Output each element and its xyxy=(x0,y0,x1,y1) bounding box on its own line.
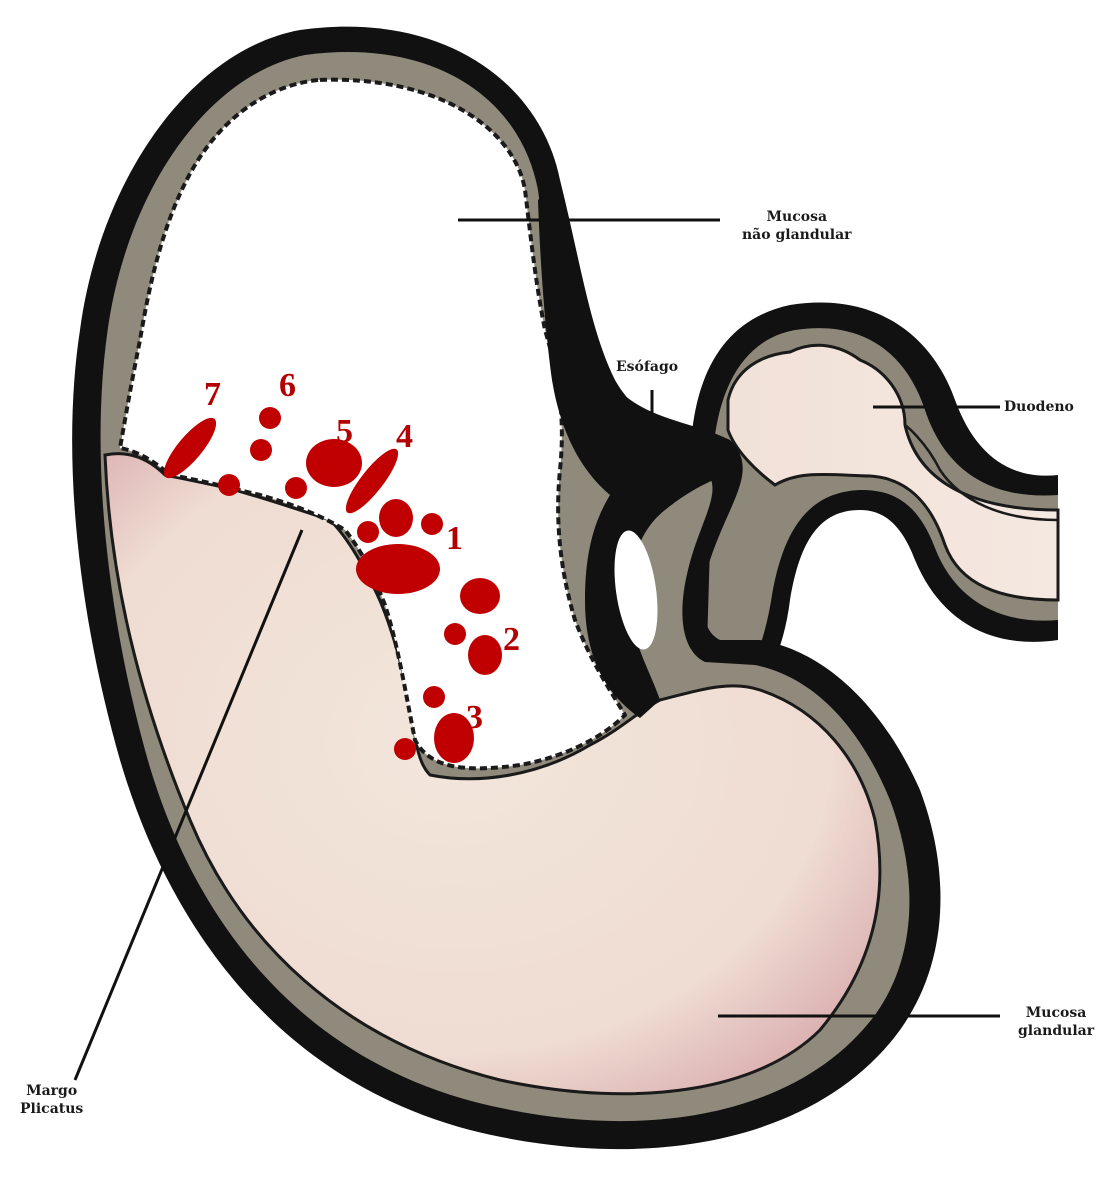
label-duodeno-text: Duodeno xyxy=(1004,398,1074,416)
label-margo-plicatus: Margo Plicatus xyxy=(20,1082,83,1118)
label-duodeno: Duodeno xyxy=(1004,398,1074,416)
lesion-1a xyxy=(379,499,413,537)
lesion-1b xyxy=(357,521,379,543)
label-mucosa-glandular-line1: Mucosa xyxy=(1018,1004,1094,1022)
lesion-1 xyxy=(356,544,440,594)
lesion-5b xyxy=(285,477,307,499)
lesion-5 xyxy=(306,439,362,487)
label-mucosa-glandular-line2: glandular xyxy=(1018,1022,1094,1040)
label-margo-plicatus-line1: Margo xyxy=(20,1082,83,1100)
lesion-6a xyxy=(259,407,281,429)
label-margo-plicatus-line2: Plicatus xyxy=(20,1100,83,1118)
label-mucosa-nao-glandular: Mucosa não glandular xyxy=(742,208,852,244)
lesion-7b xyxy=(218,474,240,496)
lesion-2 xyxy=(468,635,502,675)
label-esofago: Esófago xyxy=(616,358,678,376)
lesion-number-2: 2 xyxy=(503,621,520,658)
lesion-number-4: 4 xyxy=(396,418,413,455)
lesion-3a xyxy=(423,686,445,708)
label-esofago-text: Esófago xyxy=(616,358,678,376)
label-mucosa-nao-glandular-line1: Mucosa xyxy=(742,208,852,226)
label-mucosa-nao-glandular-line2: não glandular xyxy=(742,226,852,244)
lesion-6b xyxy=(250,439,272,461)
lesion-2a xyxy=(460,578,500,614)
lesion-1c xyxy=(421,513,443,535)
lesion-number-5: 5 xyxy=(336,413,353,450)
lesion-number-6: 6 xyxy=(279,367,296,404)
lesion-number-7: 7 xyxy=(204,376,221,413)
lesion-number-3: 3 xyxy=(466,699,483,736)
lesion-2b xyxy=(444,623,466,645)
lesion-number-1: 1 xyxy=(446,520,463,557)
lesion-3b xyxy=(394,738,416,760)
label-mucosa-glandular: Mucosa glandular xyxy=(1018,1004,1094,1040)
